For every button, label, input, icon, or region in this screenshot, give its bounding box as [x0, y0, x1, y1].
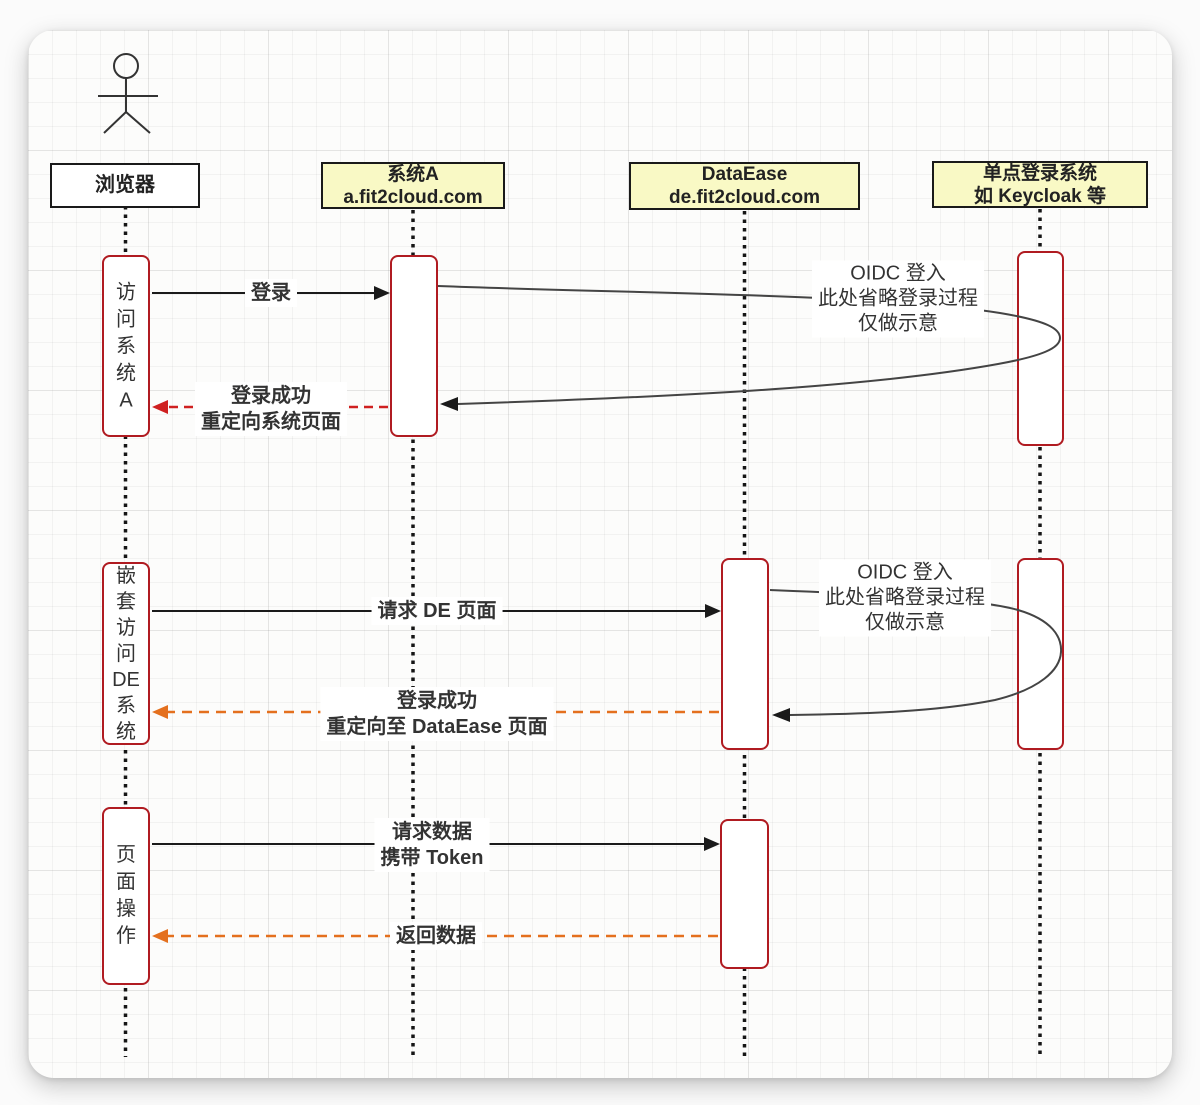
participant-browser: 浏览器: [50, 163, 200, 208]
activation-label-embed-de: 嵌 套 访 问 DE 系 统: [112, 565, 140, 743]
message-label-request-data: 请求数据 携带 Token: [374, 818, 490, 872]
note-label-oidc-2: OIDC 登入 此处省略登录过程 仅做示意: [819, 559, 991, 637]
activation-label-page-ops: 页 面 操 作: [116, 844, 136, 947]
message-label-login-success: 登录成功 重定向系统页面: [195, 382, 347, 436]
activation-label-visit-system-a: 访 问 系 统 A: [116, 281, 136, 412]
message-label-request-de-page: 请求 DE 页面: [371, 597, 503, 625]
message-label-return-data: 返回数据: [390, 922, 482, 950]
message-label-login: 登录: [245, 279, 297, 307]
participant-sso: 单点登录系统 如 Keycloak 等: [932, 161, 1148, 208]
participant-dataease: DataEase de.fit2cloud.com: [629, 162, 860, 210]
message-label-login-success-de: 登录成功 重定向至 DataEase 页面: [320, 687, 554, 741]
participant-systema: 系统A a.fit2cloud.com: [321, 162, 505, 209]
note-label-oidc-1: OIDC 登入 此处省略登录过程 仅做示意: [812, 260, 984, 338]
